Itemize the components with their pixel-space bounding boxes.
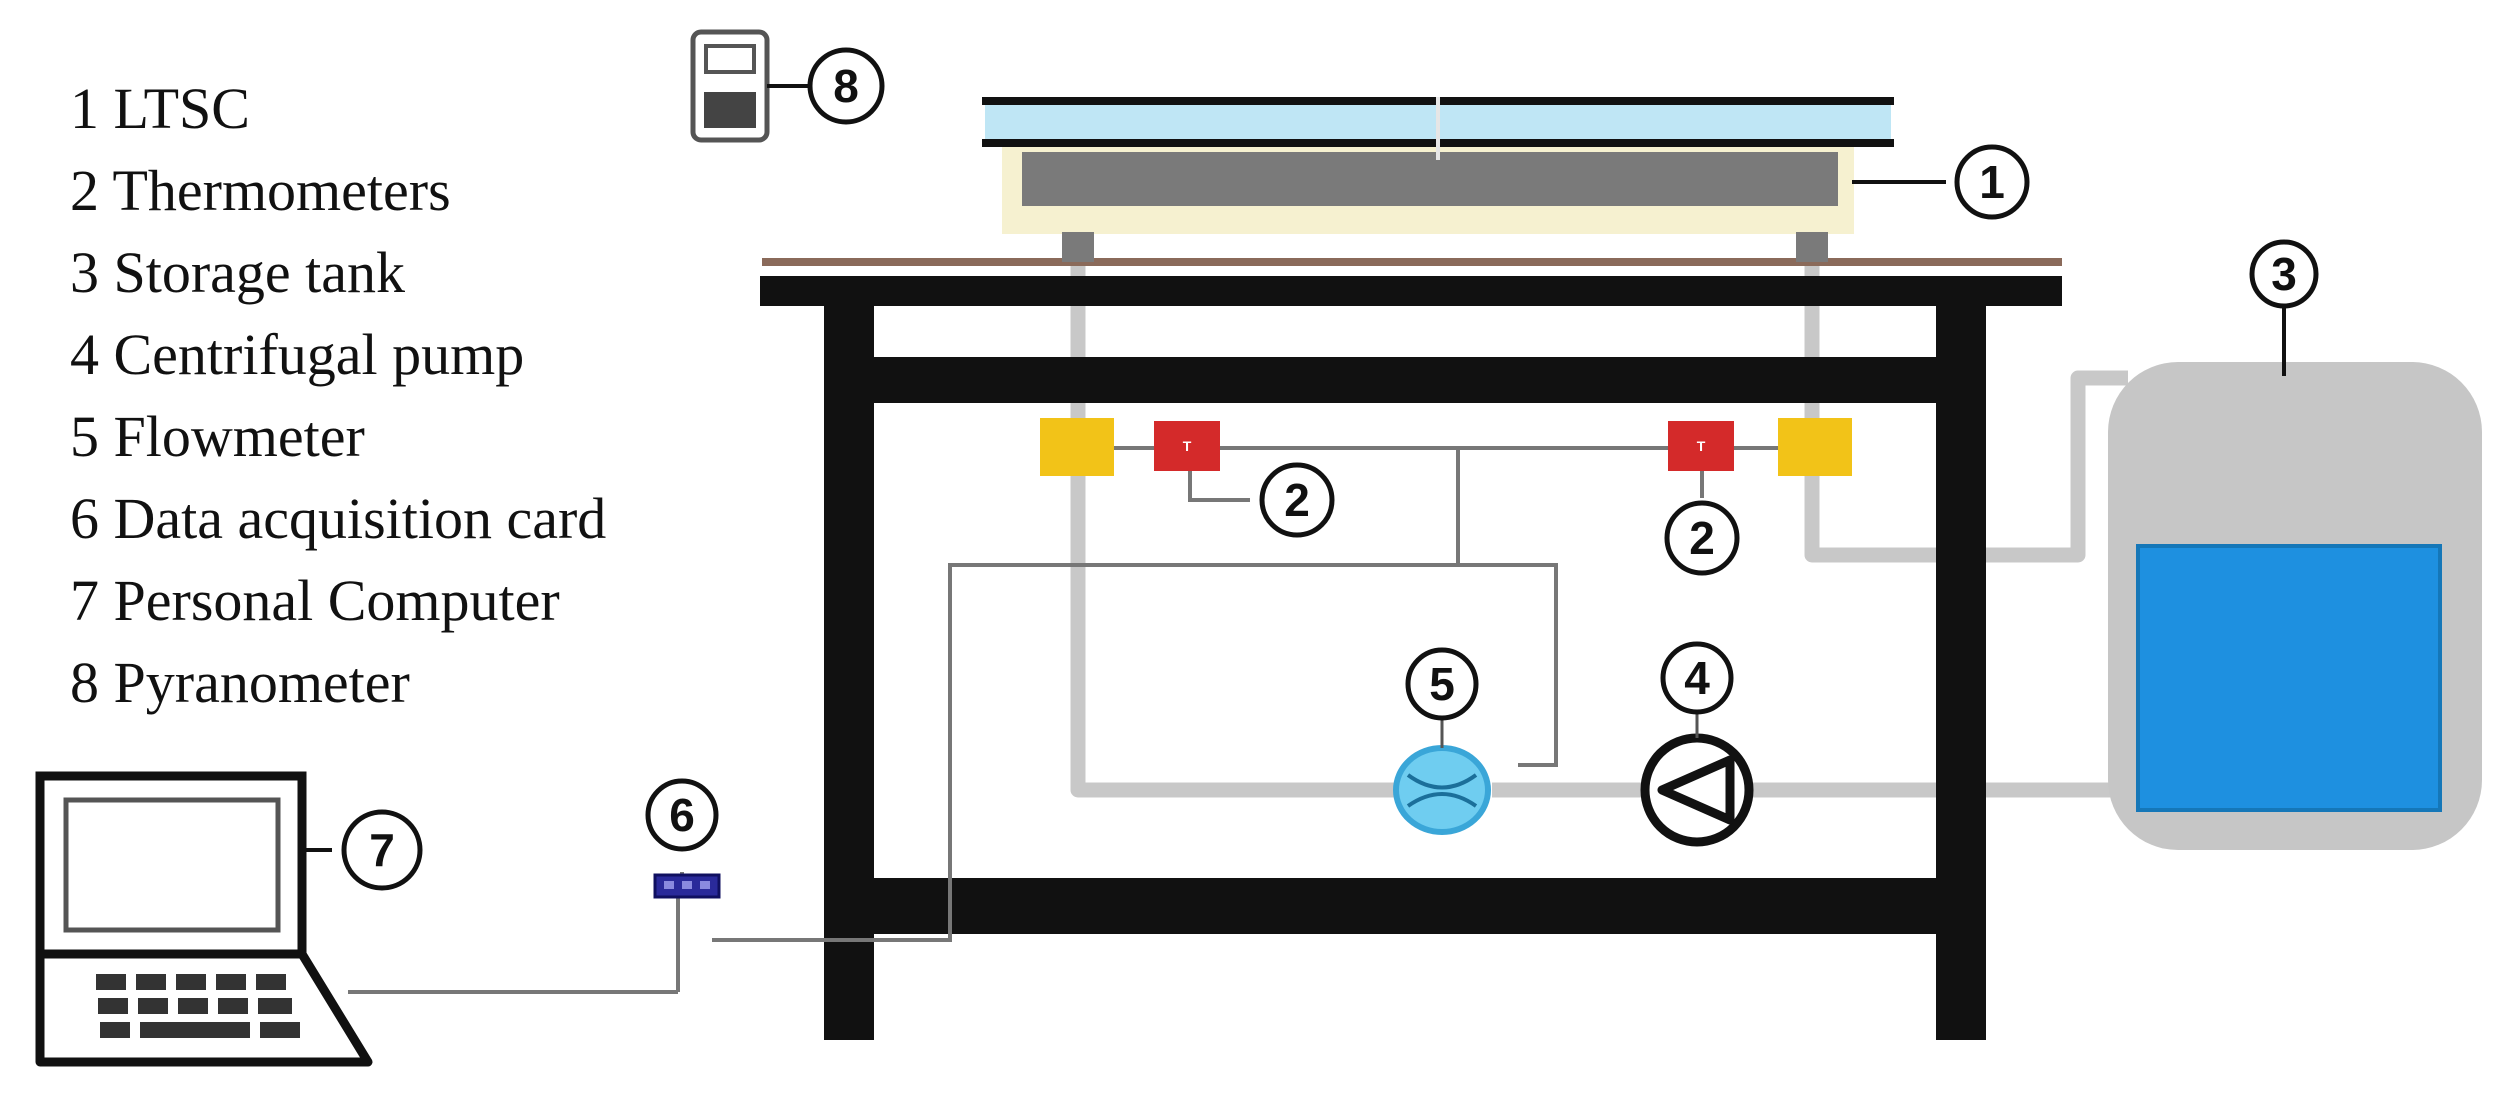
legend-item-3: 3 Storage tank [70,240,405,305]
tee-junction-left [1040,418,1114,476]
lower-crossbar [870,878,1938,934]
table-leg-left [824,300,874,1040]
svg-text:2: 2 [1284,474,1310,526]
legend-item-2: 2 Thermometers [70,158,451,223]
svg-text:3: 3 [2271,248,2297,300]
callout-4: 4 [1660,641,1734,715]
svg-text:4: 4 [1684,652,1710,704]
table-leg-right [1936,300,1986,1040]
tank-water [2136,544,2442,812]
junctions [1040,418,1852,476]
callout-7: 7 [341,809,423,891]
tee-junction-right [1778,418,1852,476]
flowmeter [1393,718,1491,835]
daq-pin-1 [664,881,674,889]
return-pipe-to-flowmeter [1070,470,1398,798]
flowmeter-body [1393,745,1491,835]
laptop-screen [63,797,281,933]
legend-item-8: 8 Pyranometer [70,650,410,715]
collector-to-tank-pipe [1804,370,2128,563]
flowmeter-upper-curve [1406,773,1478,790]
callout-8: 8 [807,47,885,125]
legend-item-5: 5 Flowmeter [70,404,365,469]
laptop-keyboard-icon [96,974,300,1038]
svg-text:1: 1 [1979,156,2005,208]
daq-pin-3 [700,881,710,889]
thermometer-left-symbol: T [1183,438,1192,454]
thermometer-right: T [1668,421,1734,471]
pump-symbol-icon [1657,755,1735,825]
thermometer-right-body [1668,421,1734,471]
callouts: 1 2 2 3 4 5 6 7 [341,47,2319,891]
callout-3: 3 [2249,239,2319,309]
svg-text:5: 5 [1429,658,1455,710]
flowmeter-lower-curve [1406,792,1478,808]
thermometer-left-leader [1188,470,1250,502]
collector-leg-left [1062,232,1094,262]
callout-6: 6 [645,778,719,852]
callout-5: 5 [1405,647,1479,721]
tabletop-surface [762,258,2062,266]
collector-leg-right [1796,232,1828,262]
pyranometer-display [704,44,756,74]
personal-computer [35,771,373,1067]
svg-text:8: 8 [833,60,859,112]
daq-main-wire [712,448,1460,942]
daq-pin-2 [682,881,692,889]
data-acquisition-card [653,873,721,899]
pyranometer-keypad-icon [704,92,756,128]
storage-tank [2108,300,2482,850]
callout-2-left: 2 [1259,462,1335,538]
callout-1: 1 [1954,144,2030,220]
thermometer-left: T [1154,421,1220,471]
tabletop-beam [760,276,2062,306]
legend-item-4: 4 Centrifugal pump [70,322,524,387]
thermometer-right-symbol: T [1697,438,1706,454]
collector-absorber [1022,152,1838,206]
thermometer-left-body [1154,421,1220,471]
centrifugal-pump [1640,712,1754,847]
pyranometer [690,29,810,143]
flowmeter-signal-wire [1458,563,1558,767]
legend-item-7: 7 Personal Computer [70,568,560,633]
legend-item-6: 6 Data acquisition card [70,486,606,551]
svg-text:6: 6 [669,789,695,841]
upper-crossbar [870,357,1938,403]
legend: 1 LTSC 2 Thermometers 3 Storage tank 4 C… [70,76,606,715]
support-table [760,258,2062,1040]
legend-item-1: 1 LTSC [70,76,250,141]
svg-text:7: 7 [369,824,395,876]
callout-2-right: 2 [1664,500,1740,576]
ltsc-collector [982,97,1946,262]
svg-text:2: 2 [1689,512,1715,564]
